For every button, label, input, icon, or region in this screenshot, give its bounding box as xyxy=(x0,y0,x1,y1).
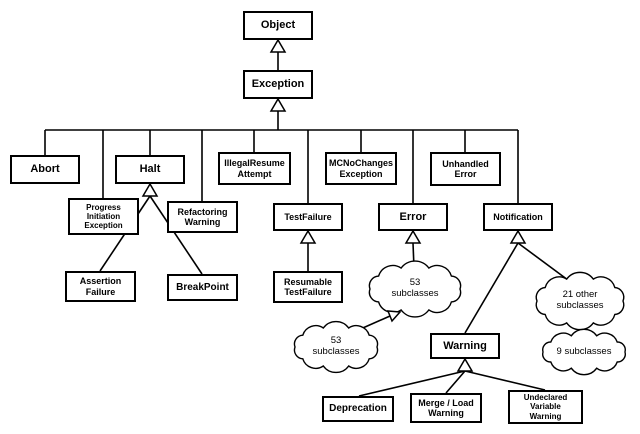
cloud-21-other-subclasses xyxy=(535,271,625,331)
arrowhead-object xyxy=(269,38,287,53)
cloud-left-53-subclasses xyxy=(293,320,379,374)
arrowhead-exception xyxy=(269,97,287,112)
class-box-abort: Abort xyxy=(10,155,80,184)
class-box-error: Error xyxy=(378,203,448,231)
arrowhead-notification xyxy=(509,229,527,244)
class-box-test-failure: TestFailure xyxy=(273,203,343,231)
class-box-merge-load-warning: Merge / Load Warning xyxy=(410,393,482,423)
subclass-clouds xyxy=(293,260,626,376)
class-box-refactoring-warning: Refactoring Warning xyxy=(167,201,238,233)
class-box-undeclared-variable-warning: Undeclared Variable Warning xyxy=(508,390,583,424)
class-box-unhandled-error: Unhandled Error xyxy=(430,152,501,186)
arrowhead-warning xyxy=(456,357,474,372)
class-box-assertion-failure: Assertion Failure xyxy=(65,271,136,302)
cloud-label-9-subclasses: 9 subclasses xyxy=(556,346,612,357)
class-box-notification: Notification xyxy=(483,203,553,231)
edge-cloud21-notification xyxy=(517,242,573,284)
edge-undeclared-warning xyxy=(464,370,546,391)
class-box-halt: Halt xyxy=(115,155,185,184)
arrowhead-error xyxy=(404,229,422,244)
class-box-exception: Exception xyxy=(243,70,313,99)
class-box-warning: Warning xyxy=(430,333,500,359)
class-box-mc-no-changes-exception: MCNoChanges Exception xyxy=(325,152,397,185)
class-box-resumable-test-failure: Resumable TestFailure xyxy=(273,271,343,303)
class-box-deprecation: Deprecation xyxy=(322,396,394,422)
edge-deprecation-warning xyxy=(358,370,466,397)
class-box-progress-initiation-exception: Progress Initiation Exception xyxy=(68,198,139,235)
class-box-breakpoint: BreakPoint xyxy=(167,274,238,301)
cloud-9-subclasses xyxy=(542,328,626,376)
edge-warning-notification xyxy=(464,242,519,334)
cloud-label-left-53-subclasses: 53 subclasses xyxy=(312,335,360,358)
cloud-label-error-53-subclasses: 53 subclasses xyxy=(391,277,439,300)
arrowhead-halt xyxy=(141,182,159,197)
arrowhead-test-failure xyxy=(299,229,317,244)
class-box-object: Object xyxy=(243,11,313,40)
arrowhead-cloud53 xyxy=(386,310,402,323)
cloud-label-21-other-subclasses: 21 other subclasses xyxy=(556,289,604,312)
edge-breakpoint-halt xyxy=(149,195,203,275)
class-box-illegal-resume-attempt: IllegalResume Attempt xyxy=(218,152,291,185)
cloud-error-53-subclasses xyxy=(368,260,462,318)
inheritance-arrowheads xyxy=(141,38,527,372)
edge-merge-load-warning xyxy=(445,370,466,394)
